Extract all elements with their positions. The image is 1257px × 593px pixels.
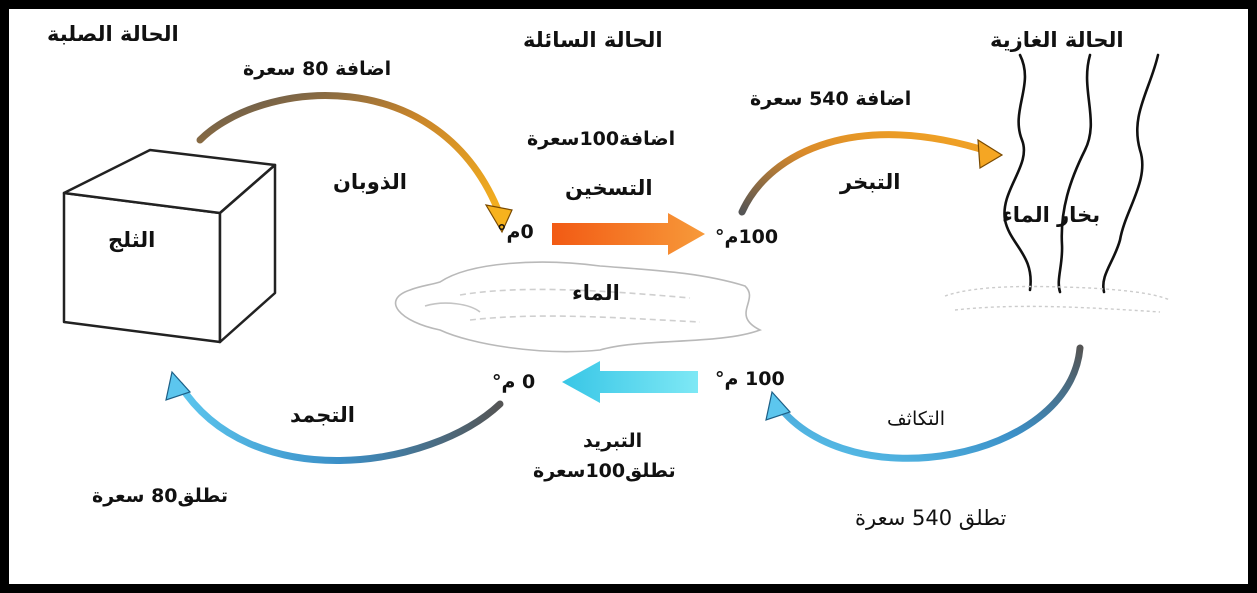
solid-state-title: الحالة الصلبة xyxy=(47,22,179,46)
freezing-arrow xyxy=(165,370,504,464)
evaporation-arrow xyxy=(738,131,1004,216)
ice-cube-drawing xyxy=(62,148,277,344)
heating-end-temp: 100م° xyxy=(715,226,779,248)
condensation-energy-label: تطلق 540 سعرة xyxy=(855,506,1007,530)
freezing-energy-label: تطلق80 سعرة xyxy=(92,485,229,507)
ice-label: الثلج xyxy=(108,228,156,252)
cooling-end-temp: 0 م° xyxy=(492,371,536,393)
heating-arrow xyxy=(552,213,705,255)
cooling-start-temp: 100 م° xyxy=(715,368,785,390)
water-label: الماء xyxy=(572,281,620,305)
cooling-energy-label: تطلق100سعرة xyxy=(533,460,676,482)
heating-energy-label: اضافة100سعرة xyxy=(527,128,676,150)
freezing-label: التجمد xyxy=(290,403,355,427)
vapor-wisps-drawing xyxy=(1003,53,1160,294)
cooling-arrow xyxy=(562,361,698,403)
heating-label: التسخين xyxy=(565,176,653,200)
heating-start-temp: 0م° xyxy=(497,221,534,243)
condensation-label: التكاثف xyxy=(887,408,946,430)
melting-arrow xyxy=(196,92,513,234)
evaporation-label: التبخر xyxy=(840,170,901,194)
melting-energy-label: اضافة 80 سعرة xyxy=(243,58,392,80)
vapor-mist-drawing xyxy=(944,285,1171,313)
condensation-arrow xyxy=(765,344,1084,462)
vapor-label: بخار الماء xyxy=(1002,203,1101,227)
melting-label: الذوبان xyxy=(333,170,407,194)
liquid-state-title: الحالة السائلة xyxy=(523,28,663,52)
evaporation-energy-label: اضافة 540 سعرة xyxy=(750,88,912,110)
cooling-label: التبريد xyxy=(583,430,643,452)
water-puddle-drawing xyxy=(394,261,762,353)
gas-state-title: الحالة الغازية xyxy=(990,28,1124,52)
